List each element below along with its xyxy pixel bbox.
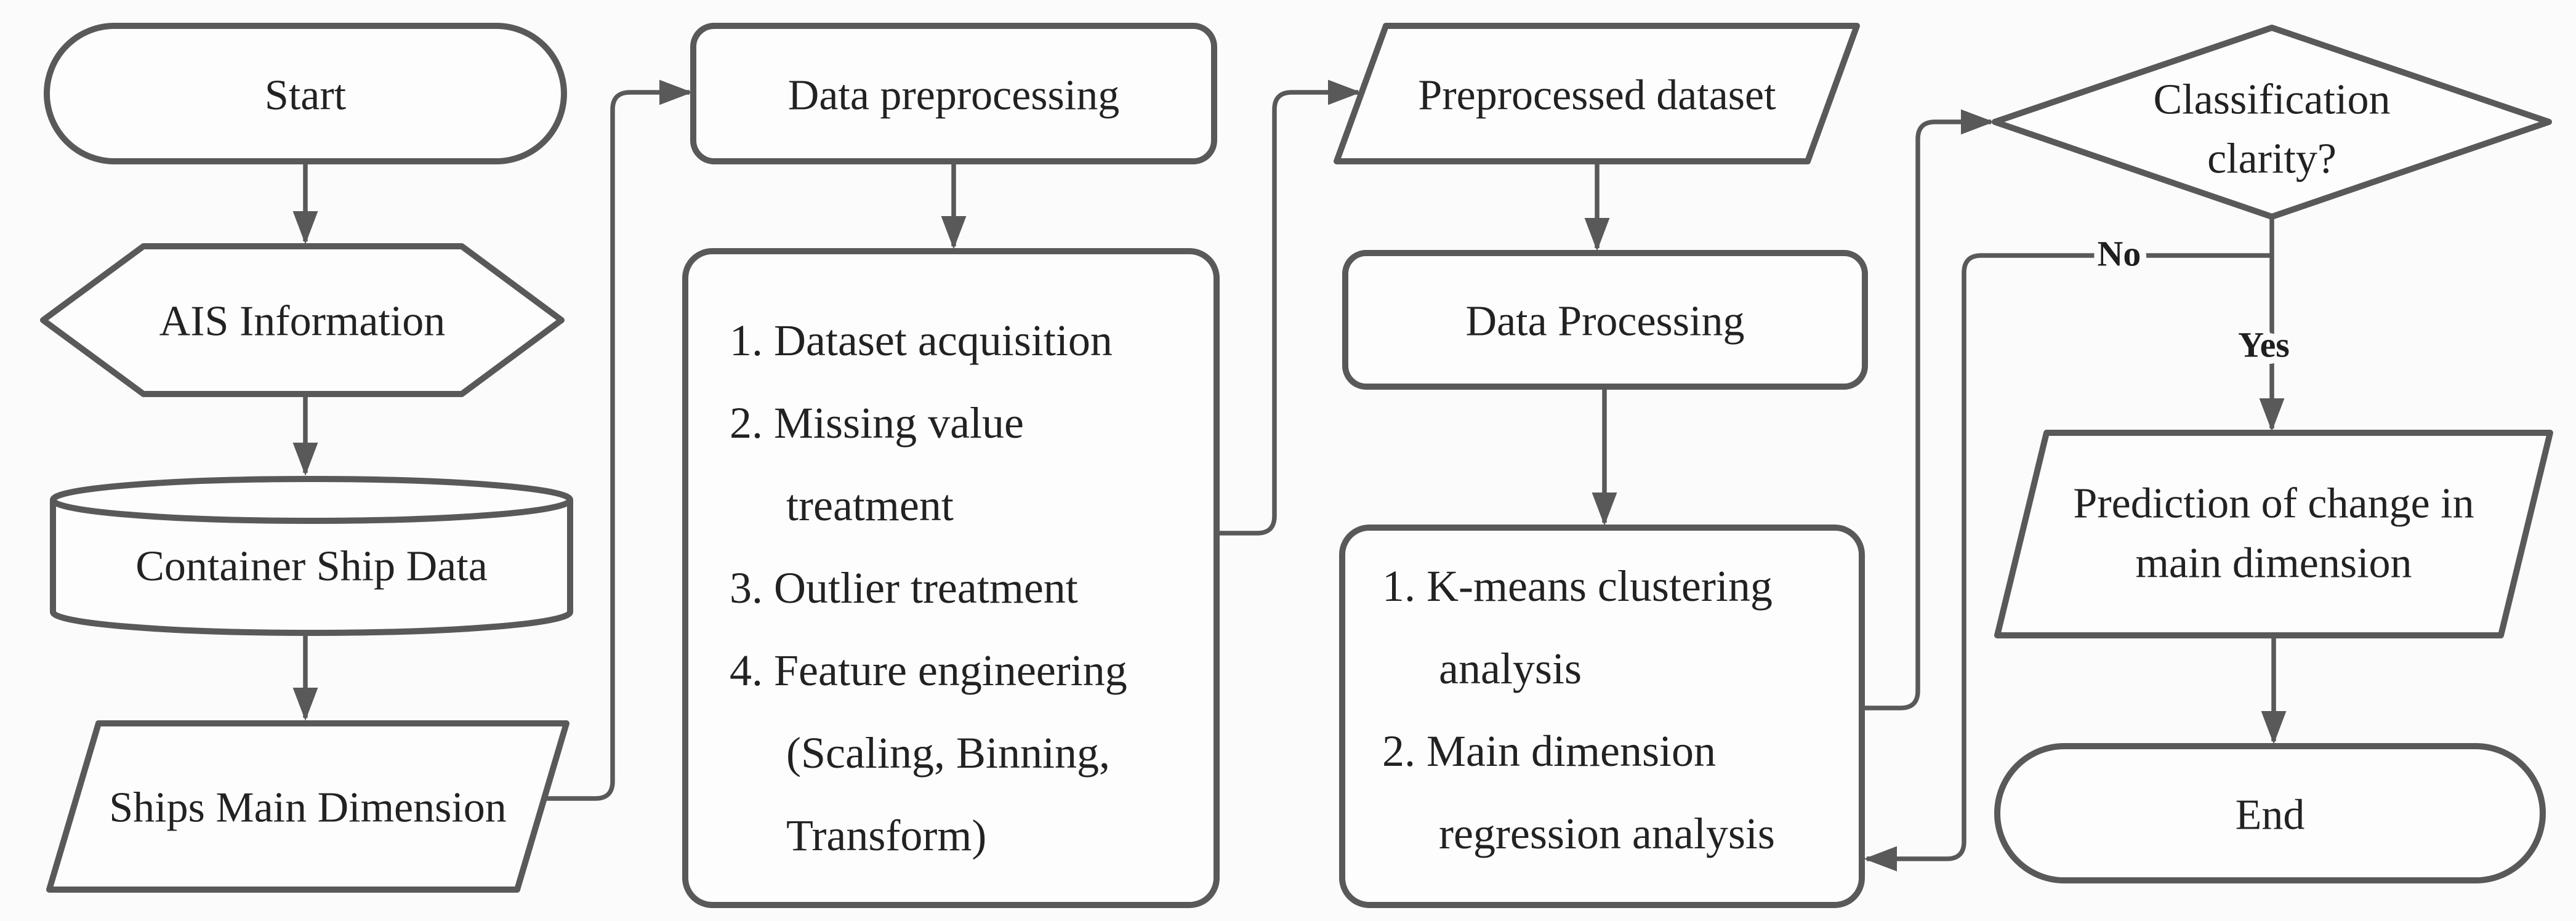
edges (292, 79, 2287, 872)
analysis-step-line: analysis (1439, 644, 1582, 693)
node-preprocessed-dataset: Preprocessed dataset (1334, 23, 1860, 164)
node-classification-clarity: Classification clarity? (1992, 25, 2552, 220)
end-shape (1994, 743, 2546, 883)
classification-clarity-shape (1992, 25, 2552, 220)
ships-main-dimension-shape (46, 720, 570, 893)
node-start: Start (44, 23, 567, 164)
preprocessing-step-line: 1. Dataset acquisition (730, 316, 1113, 365)
preprocessing-step-line: treatment (786, 481, 954, 530)
ais-information-shape (40, 243, 565, 397)
analysis-step-line: 1. K-means clustering (1382, 561, 1773, 611)
start-label: Start (265, 72, 347, 119)
edge-steps-to-preprocessed-dataset (1217, 79, 1361, 536)
prediction-shape (1994, 430, 2553, 638)
node-preprocessing-steps: 1. Dataset acquisition 2. Missing value … (682, 248, 1220, 908)
node-prediction: Prediction of change in main dimension (1994, 430, 2553, 638)
data-processing-label: Data Processing (1466, 298, 1745, 345)
node-analysis-steps: 1. K-means clustering analysis 2. Main d… (1339, 525, 1865, 908)
node-data-processing: Data Processing (1342, 250, 1868, 390)
prediction-line: main dimension (2135, 540, 2412, 587)
edge-label-yes-group: Yes (2231, 318, 2296, 372)
classification-clarity-line: clarity? (2207, 135, 2337, 183)
data-processing-shape (1342, 250, 1868, 390)
preprocessed-dataset-label: Preprocessed dataset (1418, 72, 1776, 119)
prediction-line: Prediction of change in (2073, 480, 2474, 528)
data-preprocessing-shape (690, 23, 1217, 164)
preprocessing-step-line: 2. Missing value (730, 398, 1024, 448)
node-container-ship-data: Container Ship Data (50, 476, 573, 636)
preprocessing-step-line: Transform) (786, 811, 986, 860)
preprocessing-steps-shape (682, 248, 1220, 908)
node-data-preprocessing: Data preprocessing (690, 23, 1217, 164)
edge-classification-no-to-analysis-steps (1864, 253, 2272, 872)
edge-label-no-group: No (2091, 227, 2148, 281)
preprocessing-step-line: 3. Outlier treatment (730, 563, 1078, 613)
edge-label-yes: Yes (2238, 325, 2290, 365)
analysis-steps-shape (1339, 525, 1865, 908)
preprocessing-step-line: (Scaling, Binning, (786, 728, 1110, 778)
end-label: End (2236, 792, 2305, 839)
container-ship-data-top-arc (50, 499, 573, 524)
data-preprocessing-label: Data preprocessing (788, 72, 1119, 119)
edge-label-no: No (2098, 234, 2141, 274)
node-end: End (1994, 743, 2546, 883)
ships-main-dimension-label: Ships Main Dimension (109, 784, 507, 832)
edge-ships-dimension-to-data-preprocessing (544, 79, 693, 801)
container-ship-data-label: Container Ship Data (135, 543, 488, 590)
analysis-step-line: 2. Main dimension (1382, 726, 1716, 776)
start-shape (44, 23, 567, 164)
preprocessing-step-line: 4. Feature engineering (730, 646, 1127, 695)
preprocessed-dataset-shape (1334, 23, 1860, 164)
classification-clarity-line: Classification (2154, 76, 2391, 124)
ais-information-label: AIS Information (159, 298, 446, 345)
node-ships-main-dimension: Ships Main Dimension (46, 720, 570, 893)
edge-analysis-steps-to-classification (1862, 109, 1994, 710)
analysis-step-line: regression analysis (1439, 809, 1775, 858)
node-ais-information: AIS Information (40, 243, 565, 397)
